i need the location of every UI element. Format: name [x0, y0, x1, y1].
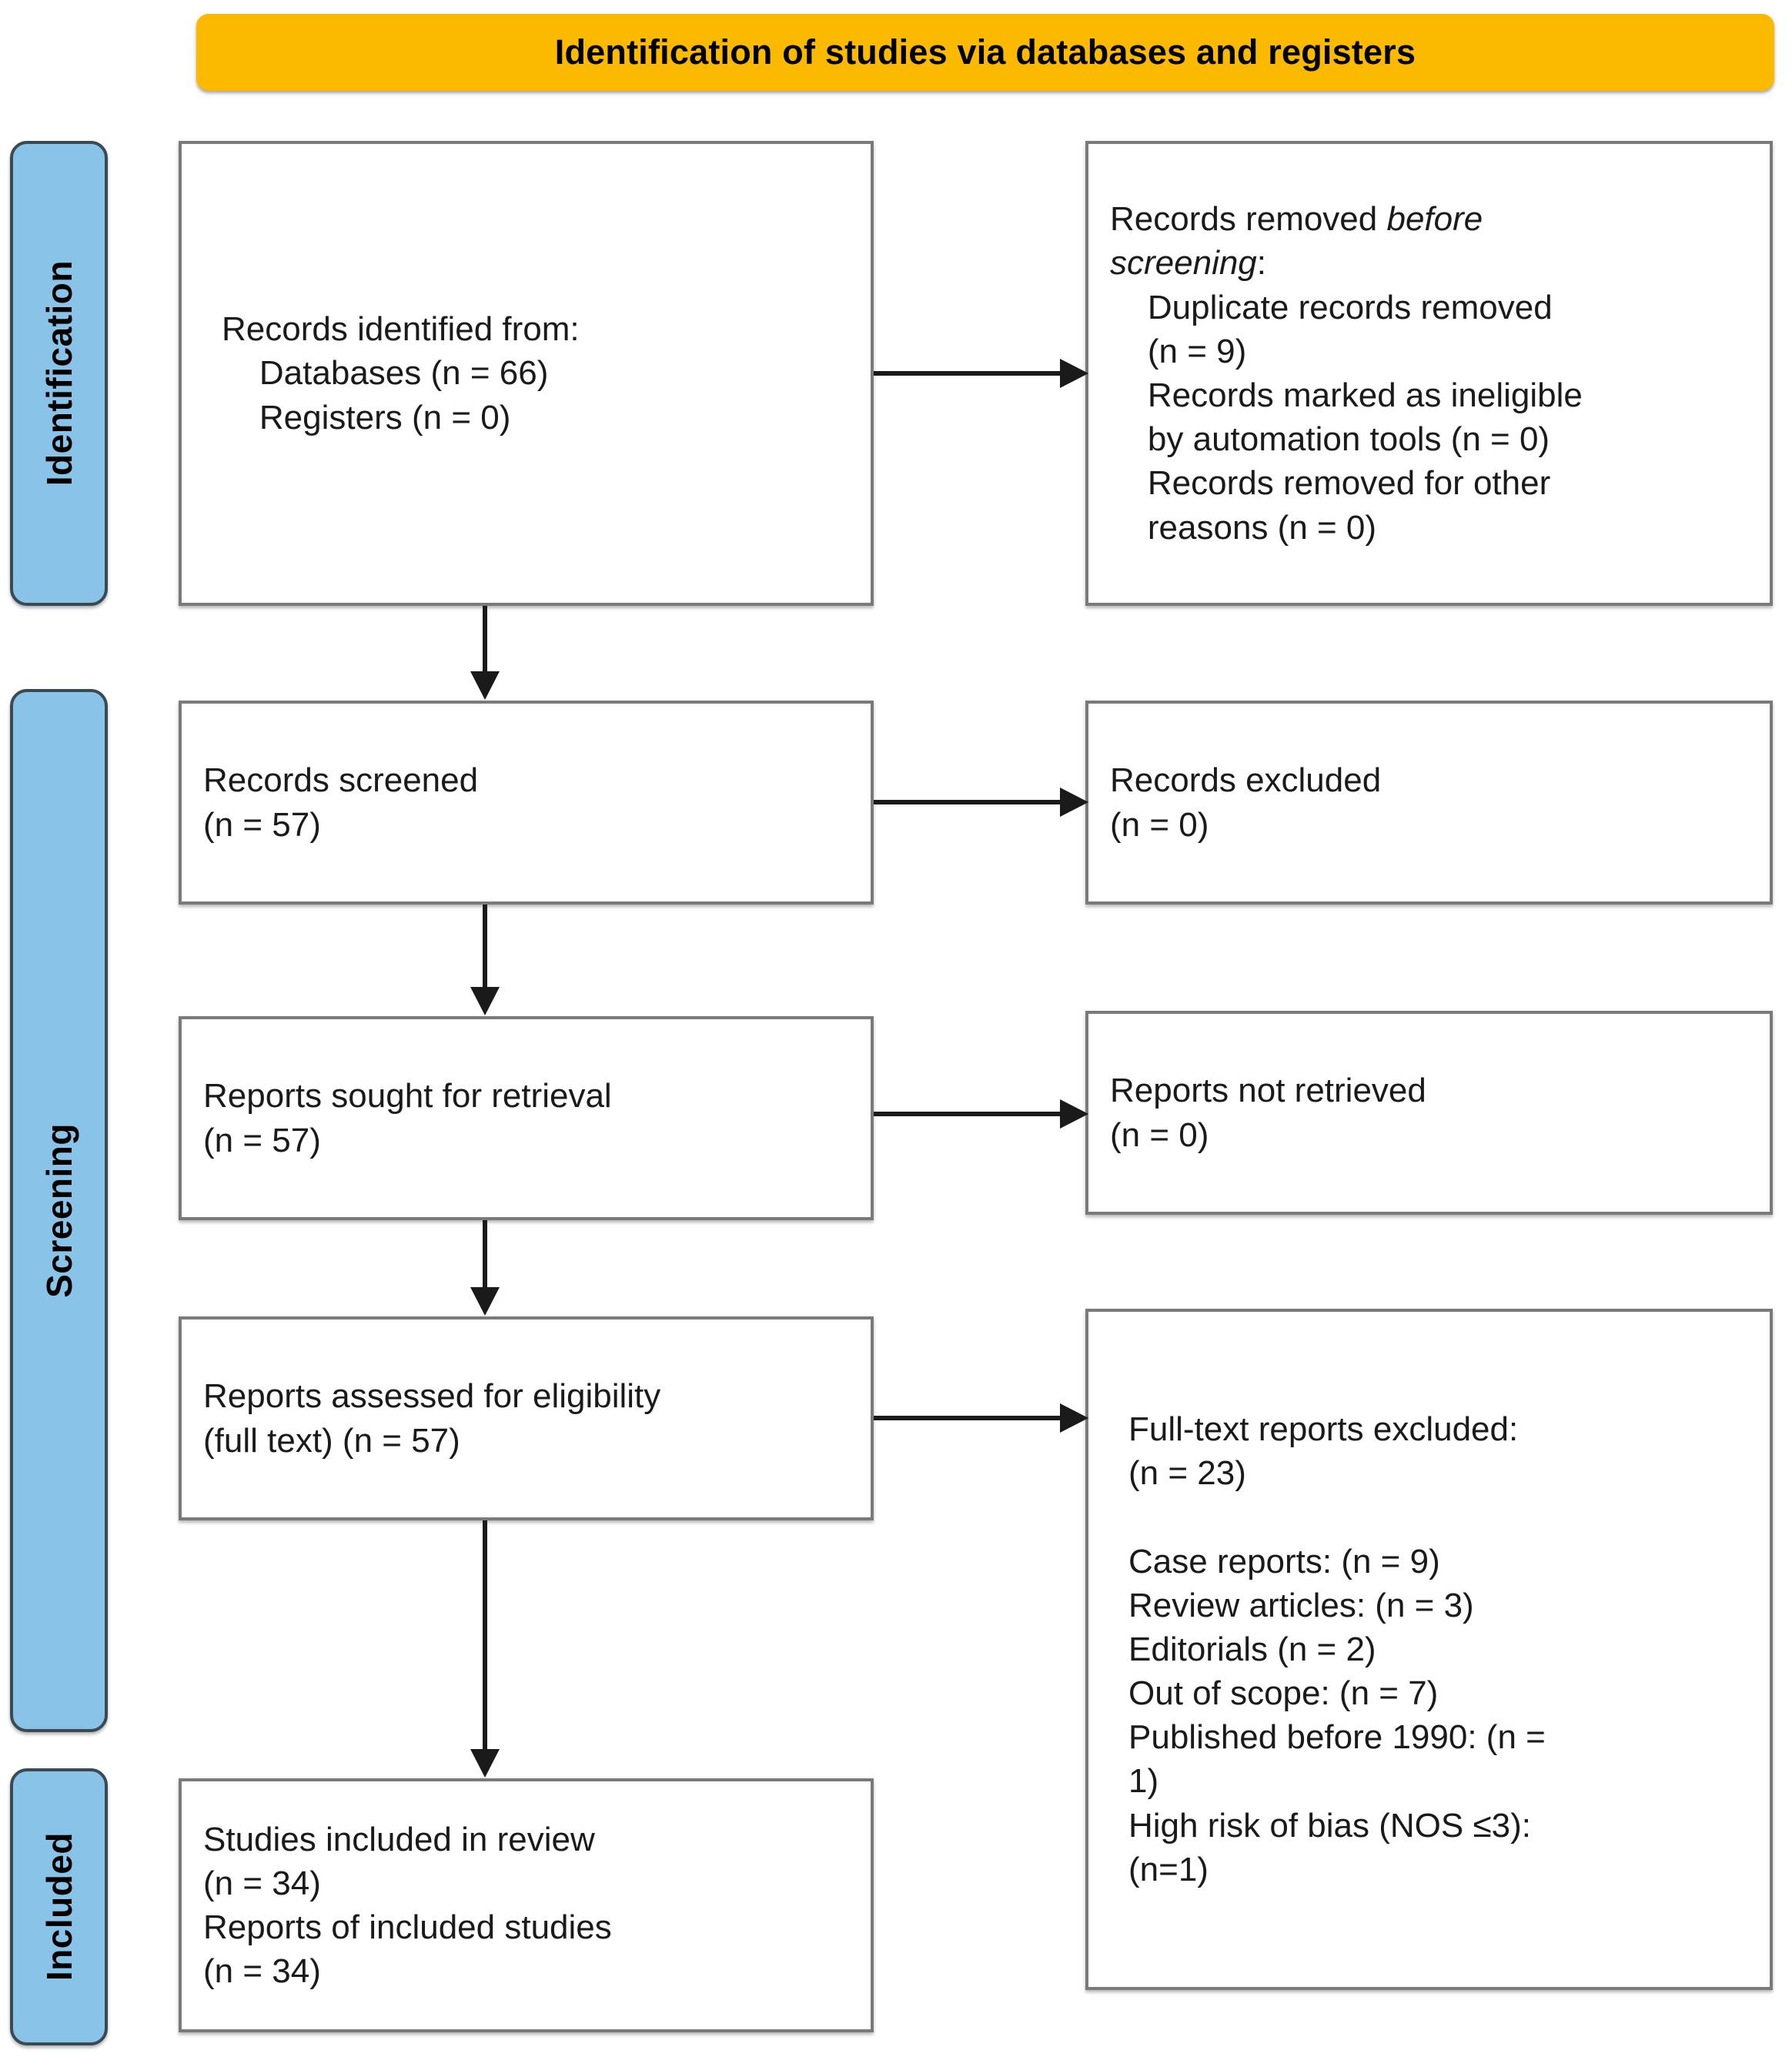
- box-records-excluded: Records excluded (n = 0): [1085, 701, 1773, 905]
- records-removed-before-italic: before: [1386, 200, 1483, 239]
- records-removed-colon: :: [1256, 244, 1267, 283]
- stage-label-included: Included: [38, 1832, 79, 1982]
- box-fulltext-excluded-text: Full-text reports excluded: (n = 23) Cas…: [1128, 1410, 1546, 1888]
- box-reports-not-retrieved-text: Reports not retrieved (n = 0): [1110, 1072, 1426, 1154]
- arrow-identified-to-removed: [874, 356, 1089, 390]
- box-records-screened: Records screened (n = 57): [179, 701, 874, 905]
- arrow-assessed-to-included: [468, 1520, 502, 1778]
- box-fulltext-reports-excluded: Full-text reports excluded: (n = 23) Cas…: [1085, 1309, 1773, 1990]
- stage-bar-included: Included: [10, 1768, 108, 2045]
- records-removed-screening-italic: screening: [1110, 244, 1257, 283]
- box-reports-sought-text: Reports sought for retrieval (n = 57): [203, 1077, 612, 1159]
- arrow-screened-to-excluded: [874, 785, 1089, 819]
- stage-label-identification: Identification: [38, 260, 79, 487]
- records-removed-prefix: Records removed: [1110, 200, 1387, 239]
- box-studies-included-in-review: Studies included in review (n = 34) Repo…: [179, 1778, 874, 2032]
- arrow-sought-to-assessed: [468, 1220, 502, 1316]
- stage-label-screening: Screening: [38, 1123, 79, 1298]
- box-records-identified: Records identified from: Databases (n = …: [179, 141, 874, 606]
- box-records-excluded-text: Records excluded (n = 0): [1110, 761, 1382, 844]
- page-title: Identification of studies via databases …: [554, 32, 1416, 72]
- arrow-identified-to-screened: [468, 606, 502, 701]
- box-records-removed-text: Records removed before screening: Duplic…: [1088, 197, 1770, 550]
- box-reports-not-retrieved: Reports not retrieved (n = 0): [1085, 1011, 1773, 1215]
- box-reports-assessed-text: Reports assessed for eligibility (full t…: [203, 1377, 661, 1460]
- box-reports-sought-for-retrieval: Reports sought for retrieval (n = 57): [179, 1016, 874, 1220]
- box-records-identified-text: Records identified from: Databases (n = …: [222, 310, 580, 436]
- stage-bar-identification: Identification: [10, 141, 108, 606]
- box-studies-included-text: Studies included in review (n = 34) Repo…: [203, 1820, 612, 1991]
- box-reports-assessed-for-eligibility: Reports assessed for eligibility (full t…: [179, 1316, 874, 1520]
- arrow-assessed-to-fulltext-excluded: [874, 1401, 1089, 1435]
- records-removed-details: Duplicate records removed (n = 9) Record…: [1147, 288, 1583, 547]
- box-records-removed-before-screening: Records removed before screening: Duplic…: [1085, 141, 1773, 606]
- box-records-screened-text: Records screened (n = 57): [203, 761, 479, 844]
- header-banner: Identification of studies via databases …: [196, 14, 1774, 91]
- arrow-screened-to-sought: [468, 905, 502, 1016]
- stage-bar-screening: Screening: [10, 689, 108, 1732]
- arrow-sought-to-not-retrieved: [874, 1097, 1089, 1131]
